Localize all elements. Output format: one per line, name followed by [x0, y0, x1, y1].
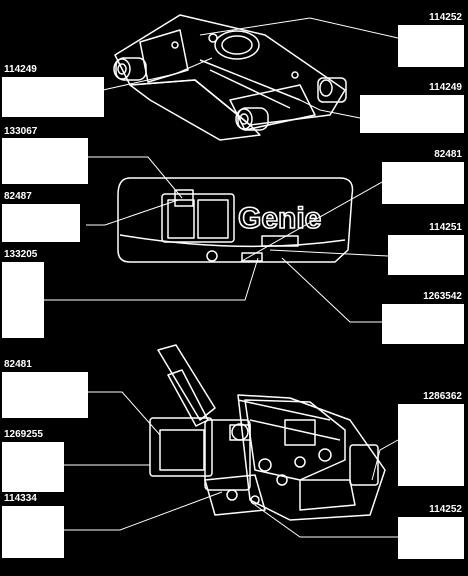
decal-placeholder-box [388, 235, 464, 275]
callout-label: 114249 [4, 64, 37, 75]
callout-label: 114334 [4, 493, 37, 504]
control-box-drawing [117, 177, 354, 263]
decal-placeholder-box [2, 442, 64, 492]
decal-placeholder-box [2, 372, 88, 418]
decal-placeholder-box [2, 262, 44, 338]
callout-label: 1263542 [423, 291, 462, 302]
platform-drawing [149, 344, 386, 521]
callout-label: 82481 [434, 149, 462, 160]
callout-label: 114249 [429, 82, 462, 93]
callout-label: 82481 [4, 359, 32, 370]
decal-placeholder-box [2, 204, 80, 242]
decal-placeholder-box [382, 162, 464, 204]
decal-placeholder-box [398, 404, 464, 486]
callout-label: 1286362 [423, 391, 462, 402]
callout-label: 82487 [4, 191, 32, 202]
leader-lines [42, 17, 399, 538]
callout-label: 114252 [429, 504, 462, 515]
decal-placeholder-box [360, 95, 464, 133]
genie-logo: Genie [238, 202, 321, 235]
rotator-assembly-drawing [113, 14, 347, 141]
callout-label: 133067 [4, 126, 38, 137]
decal-placeholder-box [398, 25, 464, 67]
callout-label: 1269255 [4, 429, 43, 440]
decal-placeholder-box [2, 138, 88, 184]
callout-label: 114251 [429, 222, 462, 233]
decal-placeholder-box [398, 517, 464, 559]
decal-placeholder-box [2, 77, 104, 117]
callout-label: 133205 [4, 249, 38, 260]
callout-label: 114252 [429, 12, 462, 23]
decal-placeholder-box [2, 506, 64, 558]
decal-placeholder-box [382, 304, 464, 344]
